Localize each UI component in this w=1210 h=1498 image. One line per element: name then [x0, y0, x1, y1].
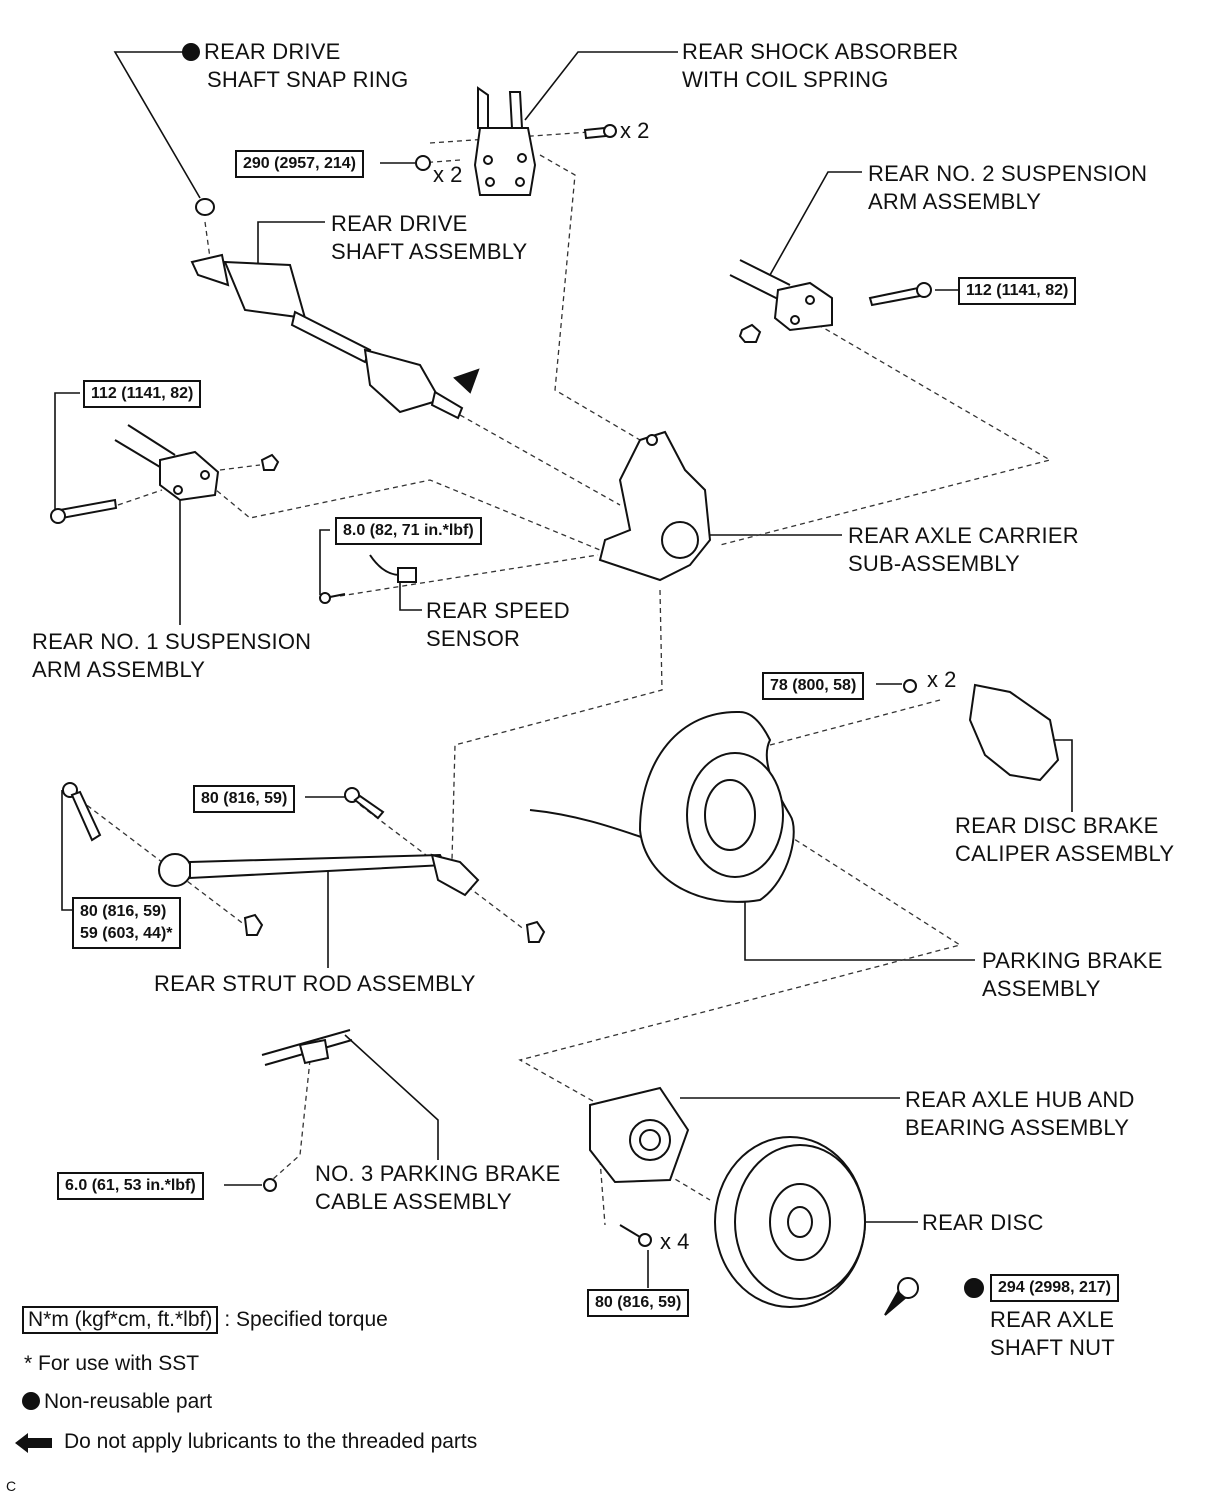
- torque-strut-rod-inner-b: 59 (603, 44)*: [80, 925, 173, 942]
- label-no2-arm-2: ARM ASSEMBLY: [868, 189, 1042, 214]
- leader-snap-ring: [113, 51, 201, 199]
- speed-sensor-part: [319, 554, 417, 604]
- label-shock: REAR SHOCK ABSORBER: [682, 39, 959, 64]
- legend-torque: N*m (kgf*cm, ft.*lbf): Specified torque: [22, 1306, 388, 1334]
- disc-part: [714, 1136, 866, 1308]
- cable-part: [261, 1029, 353, 1192]
- mult-shock-bolts: x 2: [620, 118, 650, 143]
- label-shaft-nut: REAR AXLE: [990, 1307, 1115, 1332]
- no-lube-arrow-icon: [15, 1433, 52, 1453]
- label-no1-arm-2: ARM ASSEMBLY: [32, 657, 206, 682]
- assembly-guide-lines: [79, 131, 1052, 1226]
- label-cable-2: CABLE ASSEMBLY: [315, 1189, 512, 1214]
- hub-part: [589, 1086, 690, 1247]
- label-shaft-nut-2: SHAFT NUT: [990, 1335, 1115, 1360]
- shaft-nut-part: [884, 1277, 984, 1316]
- torque-no2-arm-bolt: 112 (1141, 82): [958, 277, 1077, 305]
- label-disc: REAR DISC: [922, 1210, 1044, 1235]
- axle-carrier-part: [598, 430, 712, 582]
- leader-sensor-bolt: [319, 529, 330, 595]
- label-drive-shaft: REAR DRIVE: [331, 211, 468, 236]
- label-speed-sensor-2: SENSOR: [426, 626, 521, 651]
- label-no2-arm: REAR NO. 2 SUSPENSION: [868, 161, 1148, 186]
- torque-cable-bolt: 6.0 (61, 53 in.*lbf): [57, 1172, 204, 1200]
- label-snap-ring: REAR DRIVE: [182, 38, 340, 66]
- leader-speed-sensor: [399, 578, 422, 611]
- parking-brake-part: [529, 710, 795, 903]
- mult-shock-nuts: x 2: [433, 162, 463, 187]
- label-no1-arm: REAR NO. 1 SUSPENSION: [32, 629, 312, 654]
- legend-sst: * For use with SST: [24, 1352, 200, 1375]
- caliper-part: [903, 679, 1060, 782]
- label-carrier: REAR AXLE CARRIER: [848, 523, 1079, 548]
- corner-code: C: [6, 1478, 17, 1494]
- leader-no1-bolt: [54, 392, 80, 515]
- legend-non-reusable: Non-reusable part: [22, 1390, 212, 1414]
- label-hub-2: BEARING ASSEMBLY: [905, 1115, 1130, 1140]
- no2-arm-part: [729, 259, 932, 343]
- label-hub: REAR AXLE HUB AND: [905, 1087, 1135, 1112]
- label-parking-brake: PARKING BRAKE: [982, 948, 1163, 973]
- drive-shaft-part: [190, 253, 480, 420]
- legend-torque-box: N*m (kgf*cm, ft.*lbf): [22, 1306, 219, 1334]
- torque-strut-rod-outer: 80 (816, 59): [193, 785, 296, 813]
- non-reusable-dot-icon: [182, 43, 200, 61]
- label-caliper: REAR DISC BRAKE: [955, 813, 1159, 838]
- legend-no-lube: Do not apply lubricants to the threaded …: [64, 1430, 478, 1453]
- legend-torque-text: : Specified torque: [224, 1308, 388, 1331]
- torque-shock-bolt: 290 (2957, 214): [235, 150, 364, 178]
- mult-hub-bolts: x 4: [660, 1229, 690, 1254]
- mult-caliper-bolts: x 2: [927, 667, 957, 692]
- label-drive-shaft-2: SHAFT ASSEMBLY: [331, 239, 528, 264]
- strut-rod-part: [62, 782, 546, 943]
- non-reusable-dot-icon: [22, 1392, 40, 1410]
- torque-no1-arm-bolt: 112 (1141, 82): [83, 380, 202, 408]
- leader-strut-bolt: [61, 790, 78, 911]
- label-carrier-2: SUB-ASSEMBLY: [848, 551, 1020, 576]
- leader-no2-arm: [769, 171, 862, 276]
- torque-hub-bolt: 80 (816, 59): [587, 1289, 690, 1317]
- label-strut-rod: REAR STRUT ROD ASSEMBLY: [154, 971, 476, 996]
- torque-shaft-nut: 294 (2998, 217): [990, 1274, 1119, 1302]
- shock-absorber-bracket: [415, 86, 617, 196]
- label-caliper-2: CALIPER ASSEMBLY: [955, 841, 1175, 866]
- torque-strut-rod-inner: 80 (816, 59) 59 (603, 44)*: [72, 897, 181, 949]
- label-speed-sensor: REAR SPEED: [426, 598, 570, 623]
- snap-ring-part: [195, 198, 215, 216]
- leader-shock: [524, 51, 678, 121]
- torque-strut-rod-inner-a: 80 (816, 59): [80, 903, 167, 920]
- torque-speed-sensor-bolt: 8.0 (82, 71 in.*lbf): [335, 517, 482, 545]
- leader-cable: [344, 1034, 439, 1160]
- leader-caliper: [1050, 739, 1073, 812]
- label-parking-brake-2: ASSEMBLY: [982, 976, 1101, 1001]
- torque-caliper-bolt: 78 (800, 58): [762, 672, 865, 700]
- label-shock-2: WITH COIL SPRING: [682, 67, 889, 92]
- label-cable: NO. 3 PARKING BRAKE: [315, 1161, 561, 1186]
- label-snap-ring-2: SHAFT SNAP RING: [207, 67, 409, 92]
- no1-arm-part: [50, 424, 280, 524]
